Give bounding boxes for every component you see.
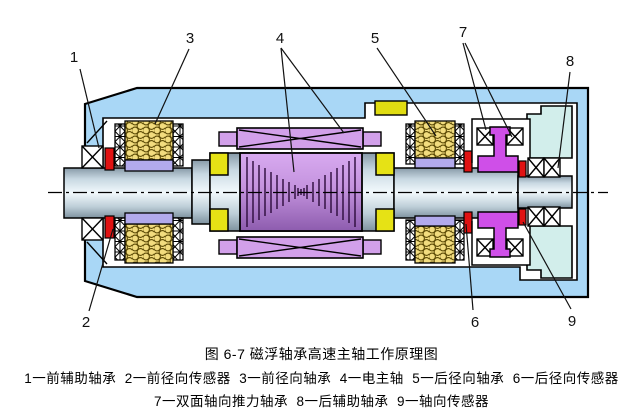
callout-7: 7 <box>459 24 467 41</box>
front-radial-bearing <box>114 120 184 264</box>
callout-3: 3 <box>186 30 194 47</box>
callout-6: 6 <box>471 314 479 331</box>
figure-legend-line-1: 1一前辅助轴承 2一前径向传感器 3一前径向轴承 4一电主轴 5一后径向轴承 6… <box>24 371 619 386</box>
callout-1: 1 <box>70 49 78 66</box>
callout-2: 2 <box>82 314 90 331</box>
callout-numbers: 1 2 3 4 5 6 7 8 9 <box>70 24 576 331</box>
axial-thrust-bearing <box>471 118 531 266</box>
motor-stator-bottom <box>218 236 382 259</box>
housing-step-line-top <box>86 120 108 144</box>
shaft-spacer-rings <box>209 152 395 232</box>
front-auxiliary-bearing <box>81 145 104 241</box>
front-radial-sensor <box>104 147 115 239</box>
callout-9: 9 <box>568 313 576 330</box>
callout-4: 4 <box>276 30 284 47</box>
figure-title: 图 6-7 磁浮轴承高速主轴工作原理图 <box>204 346 439 362</box>
rear-radial-bearing <box>405 120 465 264</box>
rear-auxiliary-bearing <box>527 157 561 227</box>
thrust-disc <box>477 126 519 258</box>
leader-lines <box>79 42 572 312</box>
callout-5: 5 <box>371 30 379 47</box>
figure-legend-line-2: 7一双面轴向推力轴承 8一后辅助轴承 9一轴向传感器 <box>153 394 490 409</box>
diagram-stage: 1 2 3 4 5 6 7 8 9 <box>48 24 608 331</box>
axial-sensor <box>518 160 527 226</box>
callout-8: 8 <box>566 53 574 70</box>
motor-stator-top <box>218 127 382 150</box>
rotor-lamination-lines <box>246 157 356 227</box>
housing-plug <box>374 100 408 116</box>
spindle-diagram: 1 2 3 4 5 6 7 8 9 <box>48 24 608 331</box>
